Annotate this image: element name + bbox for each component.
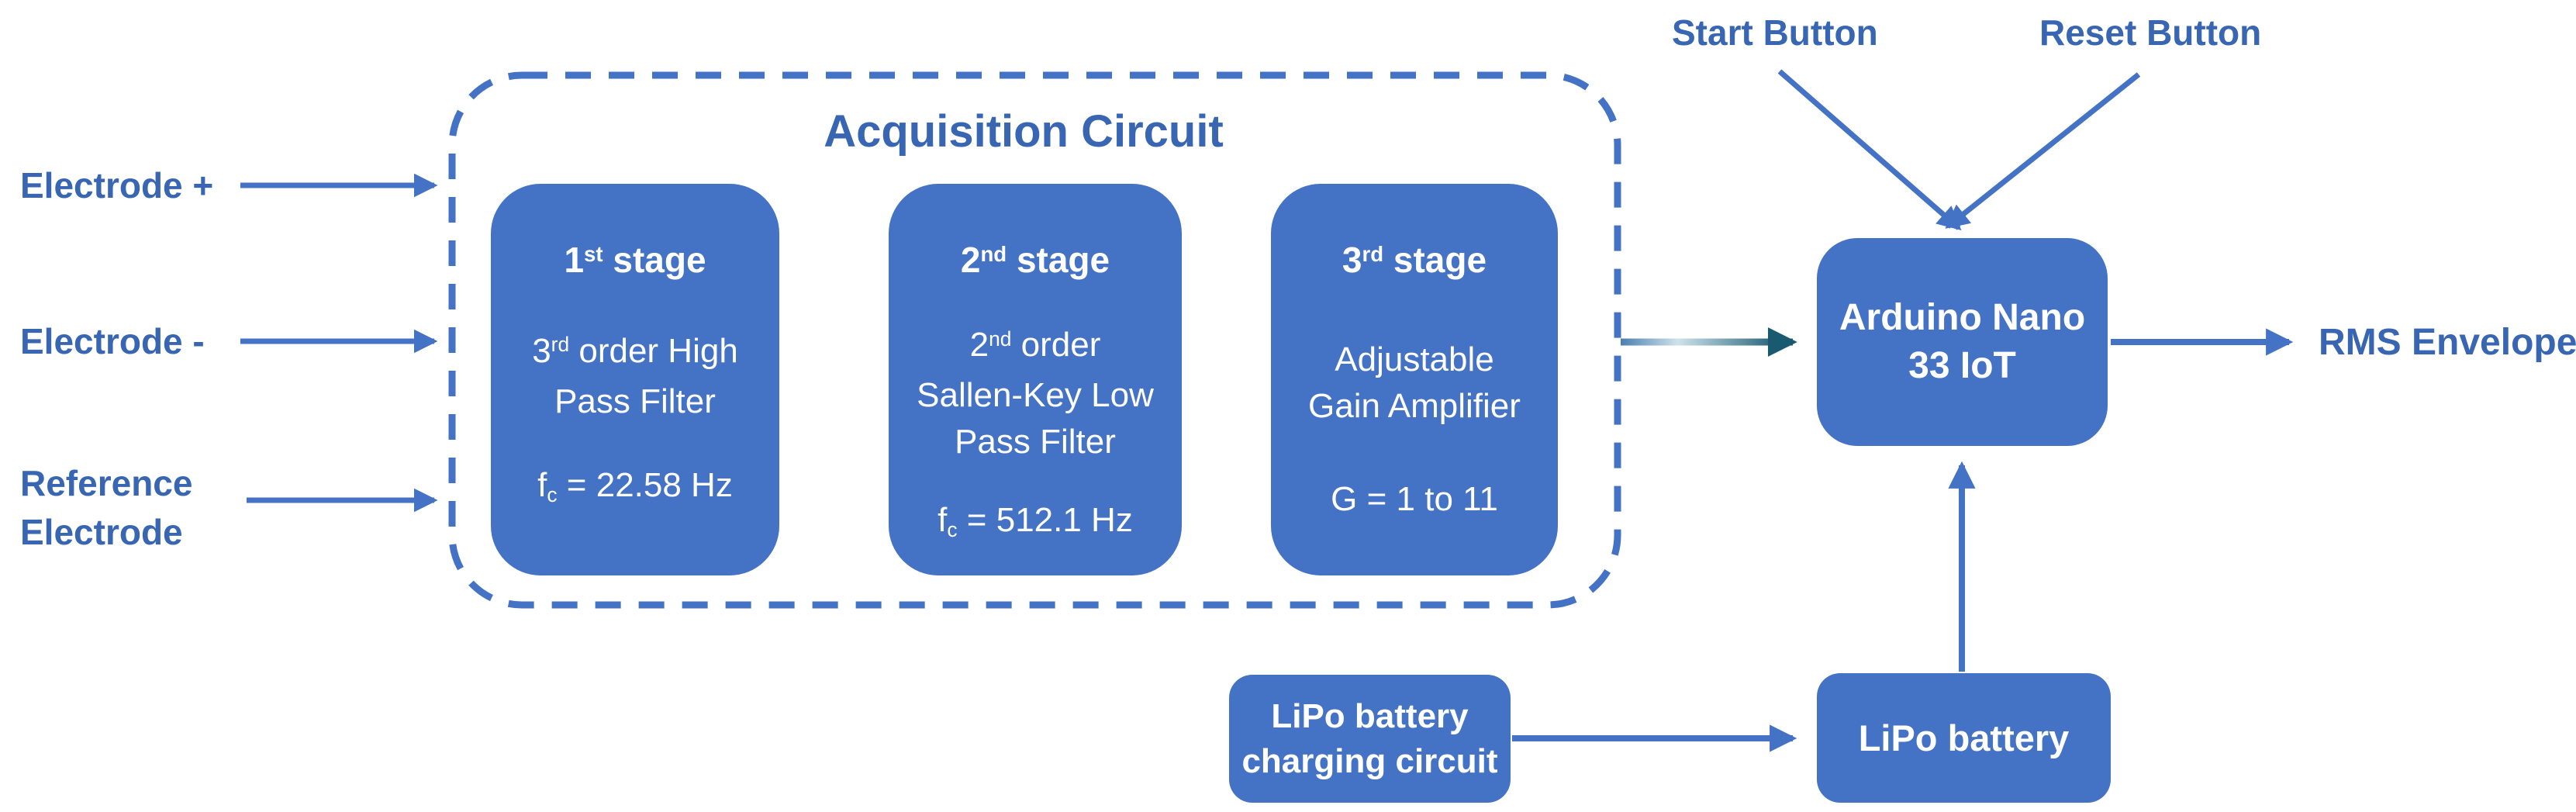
stage-3-description: Adjustable Gain Amplifier — [1308, 340, 1521, 425]
stage-1-cutoff: fc = 22.58 Hz — [537, 466, 733, 507]
reset-button-arrow — [1945, 72, 2141, 229]
acquisition-boundary-dashed — [448, 71, 1621, 609]
stage-3-gain: G = 1 to 11 — [1331, 480, 1498, 518]
stage-3-header: 3rd stage — [1342, 240, 1487, 280]
arduino-box: Arduino Nano 33 IoT — [1817, 238, 2108, 446]
start-button-label: Start Button — [1672, 12, 1878, 53]
battery-box: LiPo battery — [1817, 673, 2111, 803]
reset-button-label: Reset Button — [2039, 12, 2262, 53]
stage-1-description: 3rd order High Pass Filter — [532, 331, 738, 420]
electrode-plus-label: Electrode + — [20, 165, 214, 206]
rms-envelope-label: RMS Envelope — [2319, 322, 2576, 363]
stage-3-box: 3rd stage Adjustable Gain Amplifier G = … — [1271, 184, 1558, 575]
start-button-arrow — [1777, 69, 1962, 231]
electrode-minus-label: Electrode - — [20, 321, 205, 361]
reference-electrode-line2: Electrode — [20, 512, 183, 552]
stage-1-header: 1st stage — [564, 240, 706, 280]
arduino-label-line2: 33 IoT — [1908, 345, 2016, 386]
battery-label: LiPo battery — [1858, 717, 2070, 758]
charger-box: LiPo battery charging circuit — [1229, 675, 1511, 803]
charger-label-line2: charging circuit — [1241, 741, 1498, 780]
stage-2-header: 2nd stage — [960, 240, 1110, 280]
acquisition-circuit-title: Acquisition Circuit — [824, 106, 1224, 157]
arduino-label-line1: Arduino Nano — [1839, 297, 2086, 338]
stage-2-description: 2nd order Sallen-Key Low Pass Filter — [917, 326, 1154, 461]
stage-1-box: 1st stage 3rd order High Pass Filter fc … — [491, 184, 779, 575]
reference-electrode-line1: Reference — [20, 463, 193, 503]
charger-label-line1: LiPo battery — [1271, 696, 1469, 735]
reference-electrode-label: Reference Electrode — [20, 459, 192, 557]
stage-2-box: 2nd stage 2nd order Sallen-Key Low Pass … — [889, 184, 1182, 575]
stage-2-cutoff: fc = 512.1 Hz — [938, 501, 1133, 542]
